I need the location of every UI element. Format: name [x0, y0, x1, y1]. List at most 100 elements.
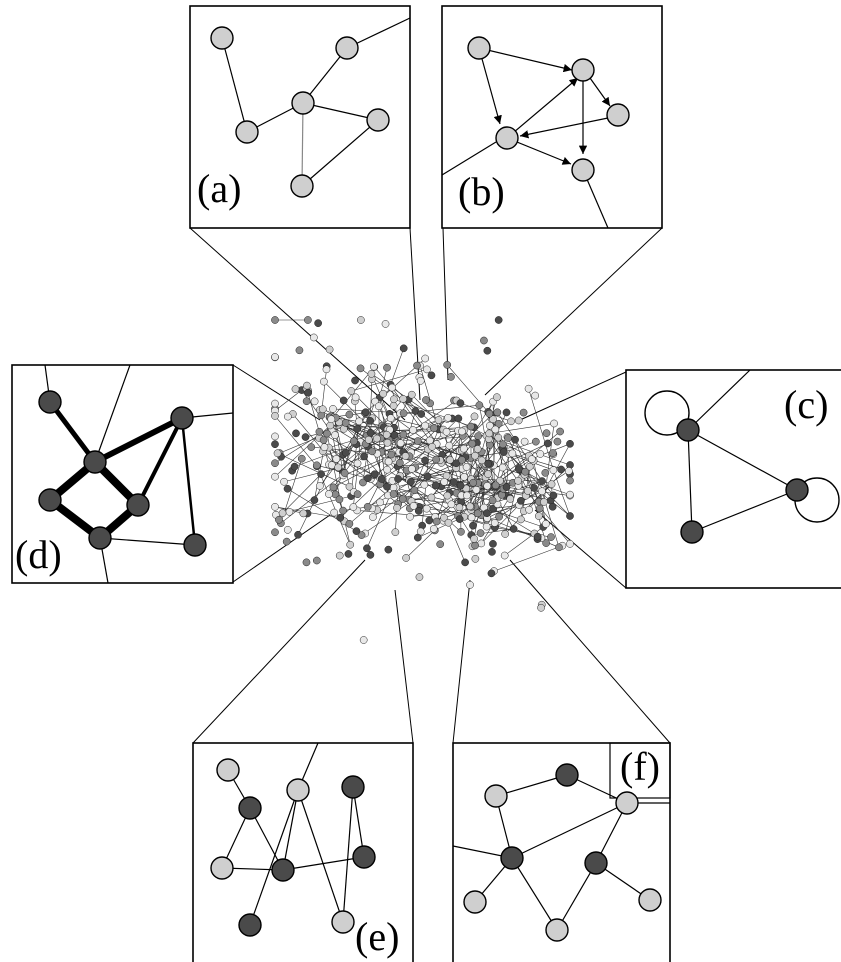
- network-node: [472, 485, 481, 494]
- network-node: [369, 513, 377, 521]
- network-node: [377, 475, 386, 483]
- network-node: [410, 486, 419, 495]
- network-edge: [316, 466, 351, 545]
- network-edge: [405, 530, 436, 559]
- network-node: [389, 490, 398, 498]
- network-node: [322, 365, 331, 374]
- network-node: [547, 480, 556, 489]
- network-node: [534, 512, 543, 520]
- panel-b-nodes: [467, 36, 630, 182]
- network-node: [488, 496, 497, 505]
- network-node: [326, 421, 335, 430]
- network-node: [373, 434, 381, 443]
- network-node: [514, 476, 522, 485]
- network-node: [483, 509, 491, 518]
- network-node: [538, 477, 546, 485]
- network-node: [339, 396, 348, 405]
- network-node: [275, 515, 283, 524]
- network-node: [454, 414, 463, 423]
- panel-c-nodes: [676, 418, 809, 544]
- network-edge: [277, 452, 350, 487]
- network-edge: [498, 470, 569, 517]
- network-node: [407, 390, 416, 399]
- network-node: [514, 416, 523, 425]
- network-node: [332, 455, 341, 463]
- network-node: [317, 470, 325, 478]
- network-node: [320, 377, 328, 386]
- network-node: [537, 603, 545, 612]
- network-node: [408, 465, 416, 473]
- network-node: [364, 435, 373, 444]
- network-node: [566, 439, 574, 448]
- network-node: [301, 433, 310, 441]
- network-node: [469, 521, 477, 530]
- network-node: [463, 491, 471, 500]
- network-node: [325, 345, 334, 354]
- network-edge: [390, 348, 404, 385]
- network-node: [530, 484, 538, 492]
- network-node: [490, 519, 499, 527]
- network-node: [421, 421, 429, 430]
- network-edge: [493, 508, 535, 534]
- network-edge: [335, 421, 360, 495]
- network-node: [368, 447, 376, 456]
- network-node: [564, 467, 573, 475]
- network-node: [271, 503, 279, 511]
- network-node: [477, 456, 486, 465]
- network-edge: [481, 504, 520, 544]
- network-node: [370, 470, 379, 479]
- network-node: [531, 437, 540, 446]
- network-node: [566, 490, 574, 499]
- network-edge: [490, 508, 544, 528]
- network-edge: [528, 388, 554, 471]
- central-network: [271, 316, 574, 644]
- network-edge: [506, 453, 510, 488]
- network-node: [307, 443, 316, 451]
- network-edge: [361, 500, 412, 536]
- network-node: [353, 424, 362, 433]
- network-edge: [504, 480, 519, 535]
- network-node: [350, 437, 358, 445]
- network-node: [508, 449, 517, 458]
- network-node: [278, 509, 287, 517]
- network-node: [353, 490, 362, 499]
- callout-lines: [189, 227, 671, 744]
- network-edge: [550, 500, 571, 517]
- network-node: [452, 459, 461, 468]
- network-node: [501, 530, 510, 538]
- network-node: [415, 573, 424, 581]
- network-node: [339, 506, 347, 515]
- network-node: [509, 525, 518, 533]
- network-node: [280, 477, 288, 486]
- network-node: [399, 395, 407, 403]
- network-node: [549, 466, 558, 474]
- network-node: [525, 462, 534, 471]
- network-node: [489, 415, 497, 424]
- network-node: [517, 515, 525, 524]
- network-node: [458, 427, 466, 436]
- network-node: [422, 396, 430, 404]
- network-node: [425, 516, 434, 525]
- network-node: [319, 436, 328, 444]
- network-node: [521, 467, 530, 476]
- network-node: [271, 528, 279, 537]
- network-node: [471, 555, 480, 563]
- network-node: [413, 361, 421, 370]
- network-node: [466, 581, 474, 589]
- network-node: [500, 551, 509, 560]
- network-node: [422, 504, 431, 513]
- network-node: [494, 433, 503, 442]
- panel-f-nodes: [463, 763, 662, 942]
- network-node: [312, 461, 321, 470]
- network-node: [398, 495, 407, 503]
- network-node: [444, 413, 452, 422]
- network-node: [461, 558, 469, 567]
- network-node: [302, 397, 311, 406]
- network-edge: [410, 500, 495, 528]
- network-node: [399, 430, 408, 439]
- network-node: [304, 388, 313, 397]
- network-node: [470, 535, 478, 543]
- network-node: [506, 495, 515, 503]
- network-node: [468, 439, 477, 448]
- network-node: [483, 346, 492, 355]
